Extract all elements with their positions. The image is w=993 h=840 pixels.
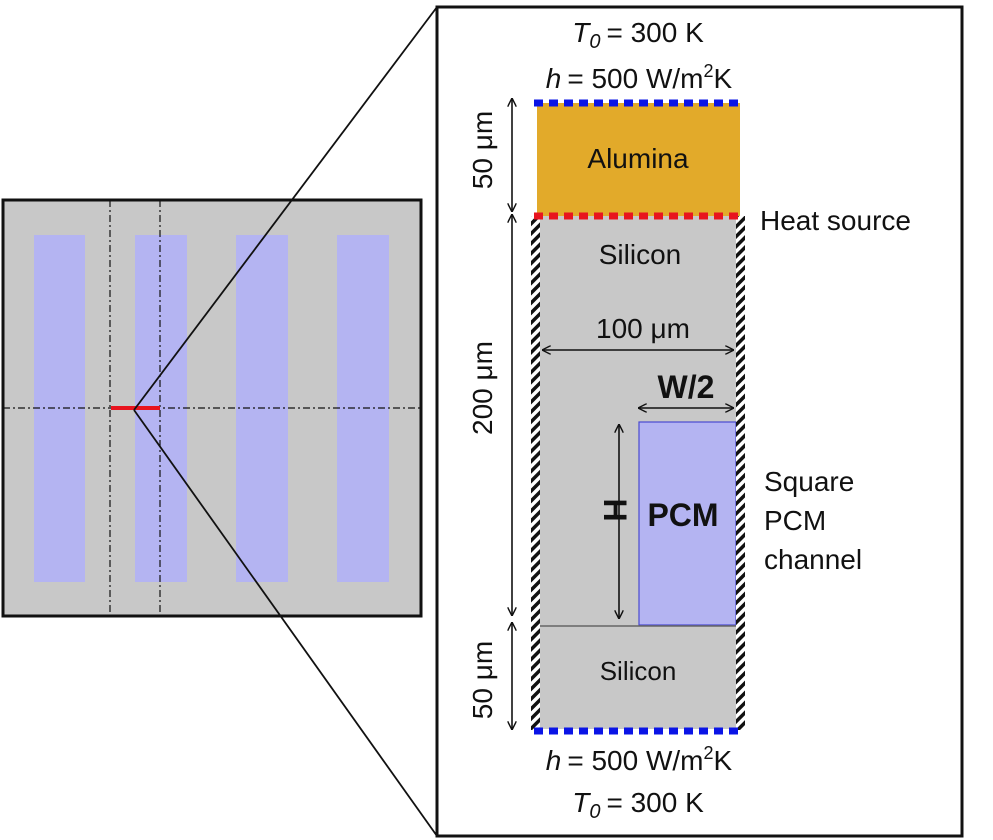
bottom-htc-label: h= 500 W/m2K <box>546 743 733 776</box>
alumina-label: Alumina <box>587 143 689 174</box>
adiabatic-wall-left <box>531 216 540 730</box>
zoom-line-upper <box>133 6 438 411</box>
width-label: 100 μm <box>596 313 690 344</box>
channel-label-line-1: Square <box>764 466 854 497</box>
silicon-bottom-label: Silicon <box>600 656 677 686</box>
channel-label-line-2: PCM <box>764 505 826 536</box>
silicon-bottom-layer <box>540 626 736 729</box>
pcm-channel <box>638 421 737 626</box>
silicon-top-label: Silicon <box>599 239 681 270</box>
adiabatic-wall-right <box>736 216 745 730</box>
half-width-label: W/2 <box>658 369 715 405</box>
detail-frame <box>435 5 964 838</box>
heat-source-label: Heat source <box>760 205 911 236</box>
bottom-thickness-label: 50 μm <box>467 641 498 719</box>
top-temperature-label: T0= 300 K <box>572 17 704 53</box>
top-htc-label: h= 500 W/m2K <box>546 61 733 94</box>
channel-label-line-3: channel <box>764 544 862 575</box>
bottom-temperature-label: T0= 300 K <box>572 787 704 823</box>
height-label: H <box>597 498 633 521</box>
overview-panel <box>1 198 423 618</box>
alumina-layer <box>537 103 740 216</box>
pcm-label: PCM <box>647 497 718 533</box>
zoom-line-lower <box>133 409 438 837</box>
alumina-thickness-label: 50 μm <box>467 111 498 189</box>
silicon-thickness-label: 200 μm <box>467 341 498 435</box>
